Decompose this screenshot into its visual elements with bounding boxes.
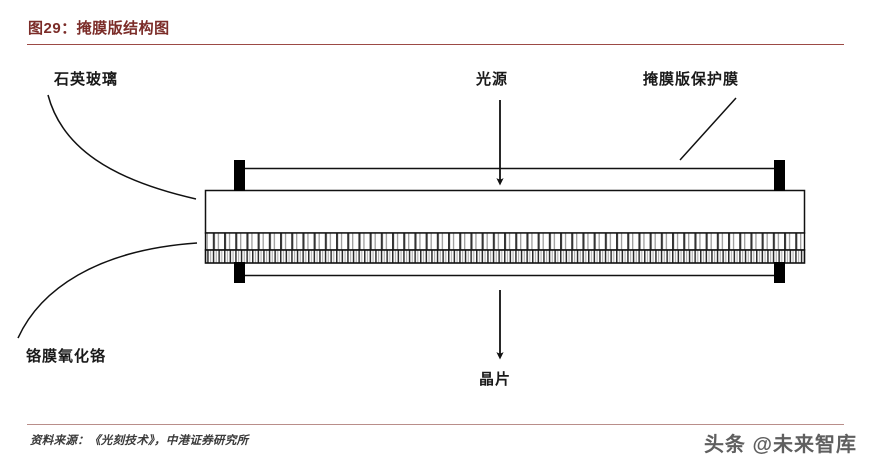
source-note: 资料来源：《光刻技术》，中港证券研究所 xyxy=(30,435,249,447)
title-divider xyxy=(27,44,844,45)
label-quartz-glass: 石英玻璃 xyxy=(54,71,119,88)
chromium-oxide-layer xyxy=(204,249,806,264)
page-title: 图29：掩膜版结构图 xyxy=(28,20,170,37)
post-top-left xyxy=(234,160,245,191)
label-light-source: 光源 xyxy=(476,71,509,88)
leader-quartz-glass xyxy=(47,94,197,200)
pellicle-membrane-group xyxy=(239,167,780,277)
label-chrome-film: 铬膜氧化铬 xyxy=(26,348,107,365)
label-wafer: 晶片 xyxy=(479,371,512,388)
label-pellicle: 掩膜版保护膜 xyxy=(643,71,740,88)
post-bottom-left xyxy=(234,262,245,283)
watermark: 头条 @未来智库 xyxy=(703,434,857,456)
chrome-absorber-layer xyxy=(204,232,806,251)
post-top-right xyxy=(774,160,785,191)
leader-pellicle xyxy=(679,97,737,161)
quartz-glass-body xyxy=(204,189,806,234)
pellicle-standoff-posts xyxy=(234,160,785,283)
leader-chrome-film xyxy=(17,242,198,339)
post-bottom-right xyxy=(774,262,785,283)
footer-divider xyxy=(27,424,844,425)
